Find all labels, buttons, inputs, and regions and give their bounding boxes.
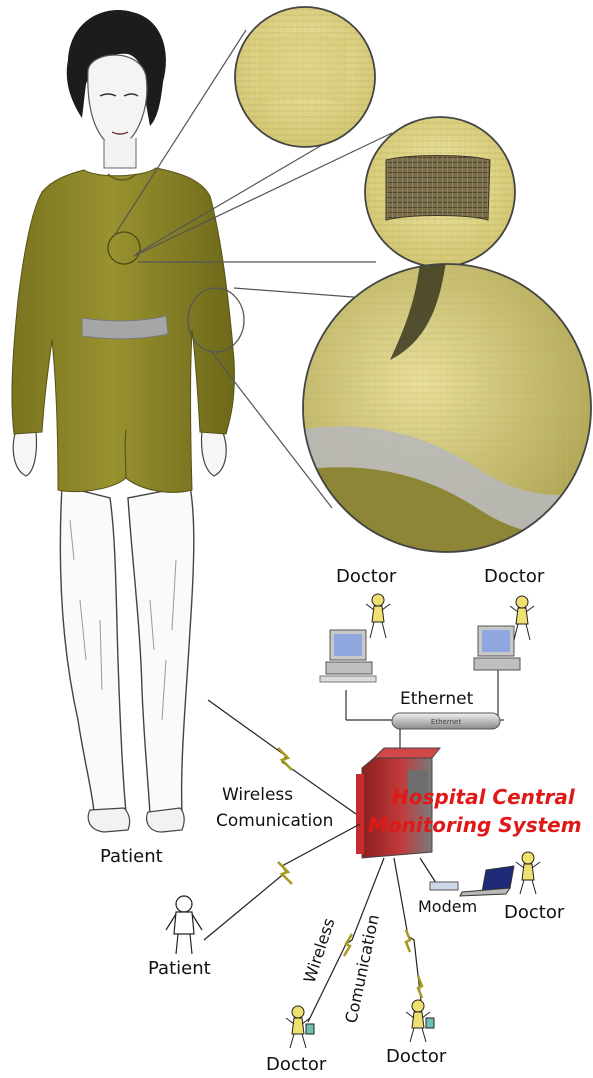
patient-right-hand xyxy=(202,430,227,476)
patient-left-hand xyxy=(13,430,36,476)
patient-right-leg xyxy=(128,486,194,814)
hospital-system-line2: Monitoring System xyxy=(368,813,582,837)
doctor-workstation-right xyxy=(474,626,520,670)
doctor-figure-right xyxy=(516,852,540,894)
small-patient-figure xyxy=(166,896,202,954)
patient-label-main: Patient xyxy=(100,846,163,867)
patient-label-small: Patient xyxy=(148,958,211,979)
doctor-label-top-left: Doctor xyxy=(336,566,397,587)
fabric-closeup-1 xyxy=(230,0,380,150)
doctor-label-bottom-right: Doctor xyxy=(386,1046,447,1067)
doctor-figure-bottom-left xyxy=(286,1006,314,1048)
ethernet-label: Ethernet xyxy=(400,689,474,709)
doctor-label-right: Doctor xyxy=(504,902,565,923)
patient-left-leg xyxy=(60,486,126,812)
patient-left-foot xyxy=(88,808,129,832)
modem-device xyxy=(430,882,458,890)
doctor-workstation-left xyxy=(320,630,376,682)
patient-right-foot xyxy=(147,808,185,832)
wireless-label: Wireless xyxy=(222,785,293,805)
patient-figure xyxy=(12,10,244,832)
laptop-device xyxy=(460,866,514,896)
ethernet-cable-tag: Ethernet xyxy=(431,718,461,726)
textile-sensor-patch xyxy=(386,156,490,221)
ethernet-cable: Ethernet xyxy=(346,670,504,760)
sensor-closeup xyxy=(360,110,520,270)
comunication-label: Comunication xyxy=(216,811,333,831)
doctor-label-top-right: Doctor xyxy=(484,566,545,587)
hospital-system-line1: Hospital Central xyxy=(392,785,576,809)
seam-closeup xyxy=(300,262,593,562)
comunication-diagonal-label: Comunication xyxy=(341,913,383,1025)
modem-label: Modem xyxy=(418,897,477,916)
wireless-diagonal-label: Wireless xyxy=(300,916,339,986)
doctor-label-bottom-left: Doctor xyxy=(266,1054,327,1075)
doctor-figure-top-left xyxy=(366,594,390,638)
doctor-figure-bottom-right xyxy=(406,1000,434,1042)
